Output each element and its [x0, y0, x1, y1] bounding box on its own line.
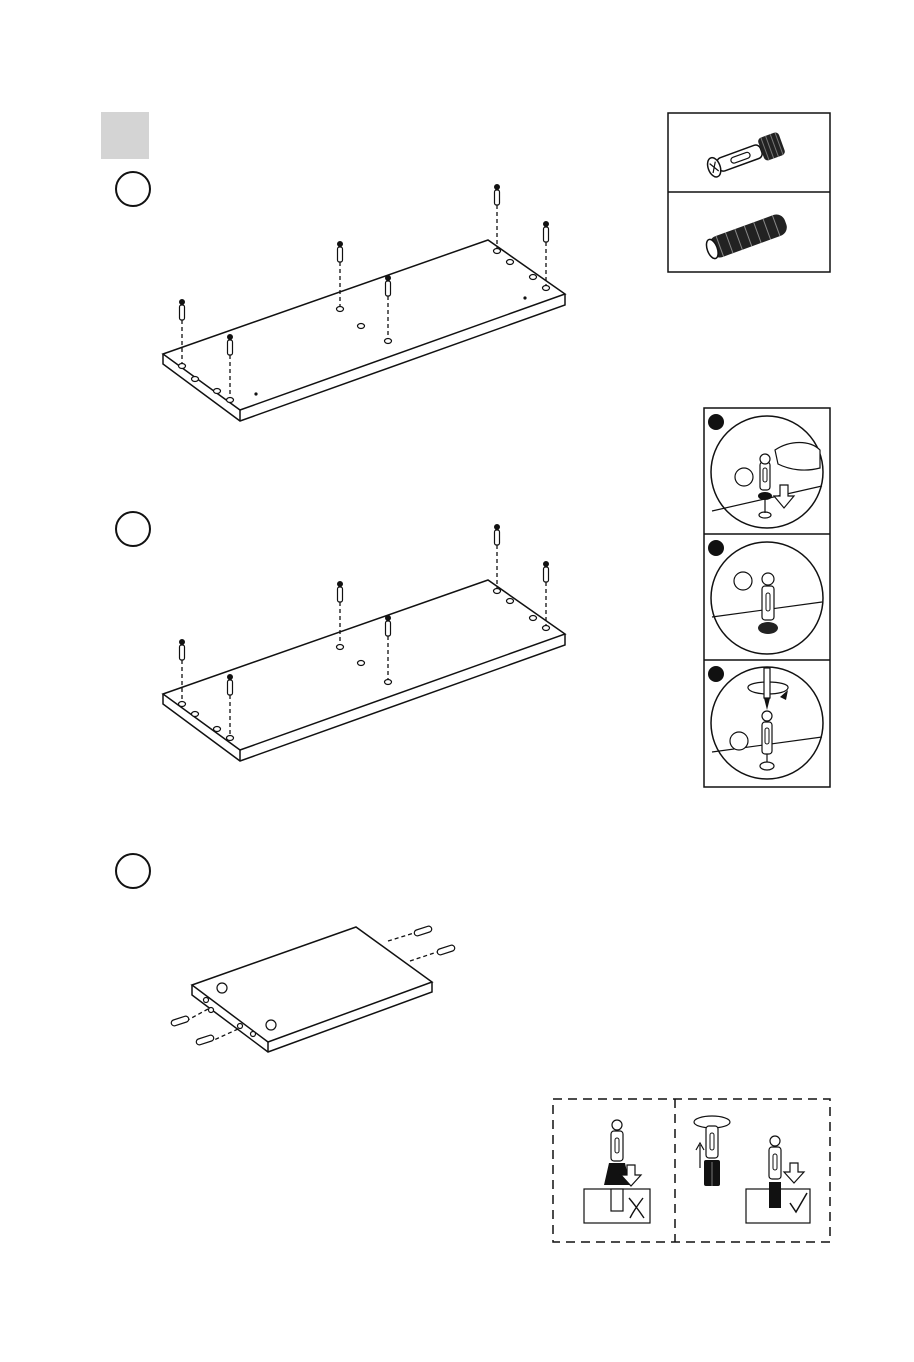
- check-mark-icon: [0, 0, 914, 1362]
